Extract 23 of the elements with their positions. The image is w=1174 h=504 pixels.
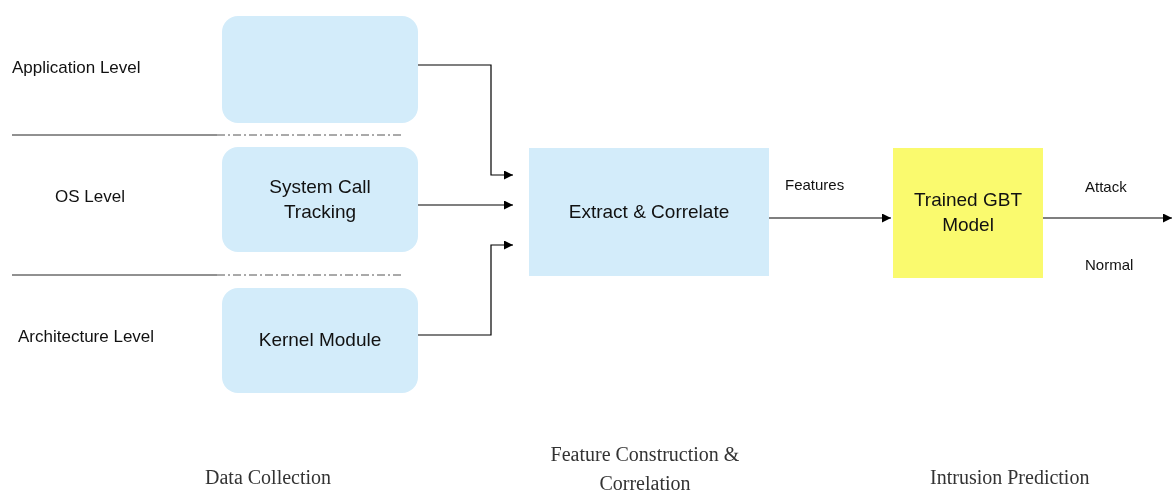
arrow [1042,213,1173,223]
process-box [222,147,418,252]
arrow [768,213,892,223]
arrow [417,240,514,336]
process-box [222,16,418,123]
node-label: Trained GBT Model [912,188,1024,237]
model-box [893,148,1043,278]
arrow [417,200,514,210]
text-label: Attack [1085,177,1127,197]
stage-label: Intrusion Prediction [930,465,1090,490]
arrow [417,64,514,180]
process-box [529,148,769,276]
node-label: Kernel Module [258,328,382,353]
text-label: Application Level [12,57,141,79]
stage-label: Data Collection [205,465,332,490]
text-label: OS Level [55,186,125,208]
node-label: System Call Tracking [268,174,372,224]
text-label: Normal [1085,255,1134,275]
process-box [222,288,418,393]
node-label: Extract & Correlate [568,199,730,224]
stage-label: Feature Construction & Correlation [549,442,741,496]
edge-label: Features [785,175,845,195]
text-label: Architecture Level [18,326,155,348]
